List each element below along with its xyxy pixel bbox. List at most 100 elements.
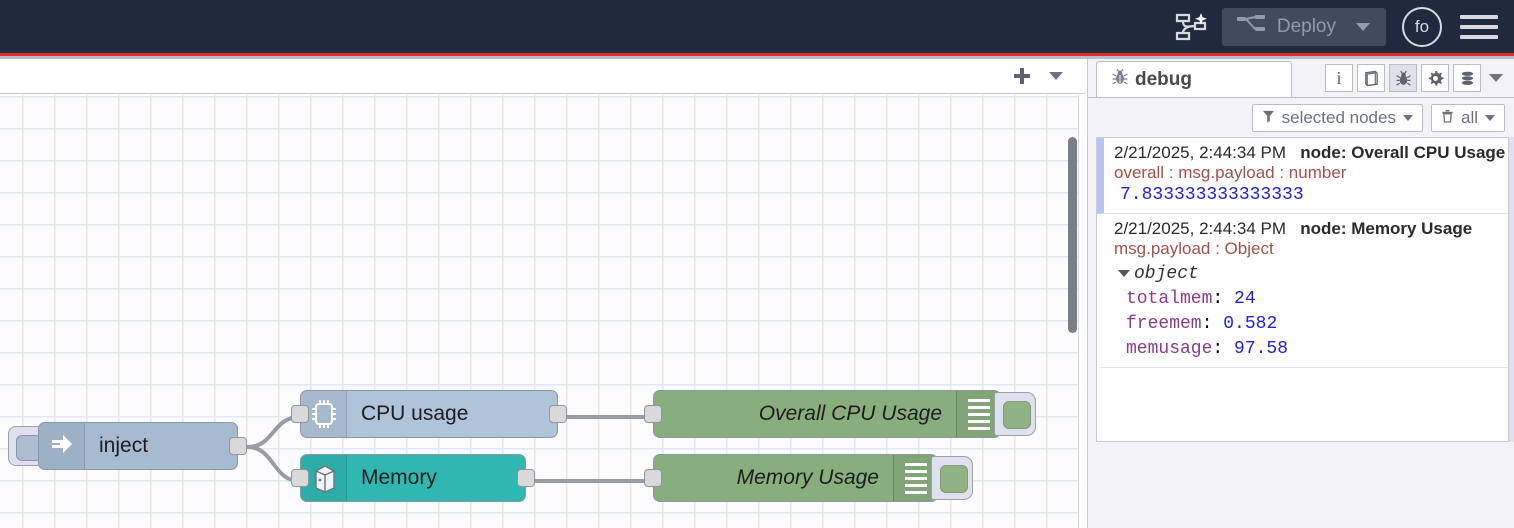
bug-icon xyxy=(1111,68,1129,92)
debug-lines-icon xyxy=(893,455,937,501)
debug-object-value: 24 xyxy=(1234,289,1256,309)
node-memory-output-port[interactable] xyxy=(517,469,535,487)
debug-lines-icon xyxy=(956,391,1000,437)
plus-icon xyxy=(1014,68,1030,84)
debug-message-item[interactable]: 2/21/2025, 2:44:34 PM node: Memory Usage… xyxy=(1097,214,1508,368)
debug-filter-button[interactable]: selected nodes xyxy=(1251,104,1423,132)
sidebar-tools-menu-button[interactable] xyxy=(1485,64,1507,92)
info-icon[interactable]: i xyxy=(1325,64,1353,92)
debug-clear-button[interactable]: all xyxy=(1430,104,1505,132)
deploy-label: Deploy xyxy=(1276,15,1336,37)
inject-trigger-button[interactable] xyxy=(8,426,46,466)
node-overall-cpu-usage-input-port[interactable] xyxy=(644,405,662,423)
filter-funnel-icon xyxy=(1262,108,1275,128)
debug-filter-label: selected nodes xyxy=(1281,108,1396,127)
sidebar-tool-icons: i xyxy=(1325,64,1507,92)
flow-canvas[interactable]: inject CPU usage xyxy=(0,95,1085,528)
debug-object-key: totalmem xyxy=(1126,289,1213,309)
canvas-right-edge xyxy=(1078,95,1085,528)
menu-bar-3 xyxy=(1460,34,1498,39)
deploy-group: Deploy xyxy=(1221,7,1386,46)
workspace: inject CPU usage xyxy=(0,59,1085,528)
help-book-icon[interactable] xyxy=(1357,64,1385,92)
tab-debug[interactable]: debug xyxy=(1096,61,1292,97)
deploy-dropdown-button[interactable] xyxy=(1352,8,1386,46)
node-memory-label: Memory xyxy=(361,466,437,489)
debug-object-label: object xyxy=(1134,264,1199,284)
flow-magic-icon[interactable] xyxy=(1168,4,1214,50)
debug-panel-scroll-edge[interactable] xyxy=(1509,137,1514,442)
header-accent-line xyxy=(0,53,1514,56)
debug-message-node-prefix: node: xyxy=(1300,219,1352,238)
node-cpu-usage-input-port[interactable] xyxy=(291,405,309,423)
debug-message-node-prefix: node: xyxy=(1300,143,1352,162)
flow-tab-menu-button[interactable] xyxy=(1039,61,1073,91)
menu-bar-2 xyxy=(1460,24,1498,29)
config-gear-icon[interactable] xyxy=(1421,64,1449,92)
context-data-icon[interactable] xyxy=(1453,64,1481,92)
debug-message-value: 7.833333333333333 xyxy=(1120,185,1304,205)
chevron-down-icon xyxy=(1049,72,1063,80)
user-initials: fo xyxy=(1414,16,1430,36)
node-inject-output-port[interactable] xyxy=(229,437,247,455)
debug-bug-icon[interactable] xyxy=(1389,64,1417,92)
menu-bar-1 xyxy=(1460,14,1498,19)
chevron-down-icon xyxy=(1402,115,1413,121)
deploy-button[interactable]: Deploy xyxy=(1222,8,1352,46)
debug-object-toggle[interactable]: object xyxy=(1114,259,1500,284)
debug-message-timestamp: 2/21/2025, 2:44:34 PM xyxy=(1114,219,1287,238)
chevron-down-icon xyxy=(1356,22,1370,31)
debug-object-row: totalmem: 24 xyxy=(1126,289,1256,309)
node-overall-cpu-usage-toggle-button[interactable] xyxy=(994,392,1036,436)
canvas-vertical-scrollbar[interactable] xyxy=(1068,137,1077,333)
debug-message-header: 2/21/2025, 2:44:34 PM node: Memory Usage xyxy=(1114,219,1500,239)
app-header: Deploy fo xyxy=(0,0,1514,53)
debug-object-value: 0.582 xyxy=(1223,314,1278,334)
debug-clear-label: all xyxy=(1460,108,1478,127)
debug-object-key: freemem xyxy=(1126,314,1202,334)
node-overall-cpu-usage-body[interactable]: Overall CPU Usage xyxy=(653,390,1001,438)
debug-message-list[interactable]: 2/21/2025, 2:44:34 PM node: Overall CPU … xyxy=(1096,137,1509,442)
user-avatar[interactable]: fo xyxy=(1402,6,1442,47)
node-inject-label: inject xyxy=(99,434,149,457)
flow-tab-bar xyxy=(0,59,1085,94)
node-cpu-usage-label: CPU usage xyxy=(361,402,469,425)
header-underline xyxy=(0,56,1514,59)
node-memory-usage-body[interactable]: Memory Usage xyxy=(653,454,938,502)
arrow-right-icon xyxy=(39,423,85,469)
microchip-icon xyxy=(301,391,347,437)
debug-object-row: freemem: 0.582 xyxy=(1126,314,1278,334)
tab-debug-label: debug xyxy=(1135,68,1192,90)
node-memory-usage-input-port[interactable] xyxy=(644,469,662,487)
debug-message-item[interactable]: 2/21/2025, 2:44:34 PM node: Overall CPU … xyxy=(1097,138,1508,214)
right-sidebar: debug i xyxy=(1087,59,1514,528)
node-overall-cpu-usage-label: Overall CPU Usage xyxy=(758,402,942,425)
trash-icon xyxy=(1441,108,1454,128)
add-flow-tab-button[interactable] xyxy=(1005,61,1039,91)
node-memory-input-port[interactable] xyxy=(291,469,309,487)
server-box-icon xyxy=(301,455,347,501)
debug-object-row: memusage: 97.58 xyxy=(1126,339,1289,359)
chevron-down-icon xyxy=(1485,115,1495,121)
node-cpu-usage-output-port[interactable] xyxy=(549,405,567,423)
sidebar-tab-bar: debug i xyxy=(1088,59,1514,98)
chevron-down-icon xyxy=(1489,74,1503,82)
debug-object-value: 97.58 xyxy=(1234,339,1289,359)
node-memory-usage-toggle-button[interactable] xyxy=(931,456,973,500)
hamburger-menu-icon[interactable] xyxy=(1460,10,1498,44)
debug-object-key: memusage xyxy=(1126,339,1213,359)
debug-message-node-name: Memory Usage xyxy=(1351,219,1473,238)
debug-message-node-name: Overall CPU Usage xyxy=(1351,143,1506,162)
node-cpu-usage-body[interactable]: CPU usage xyxy=(300,390,558,438)
info-glyph: i xyxy=(1336,67,1342,88)
debug-message-topic: overall : msg.payload : number xyxy=(1114,163,1347,182)
debug-message-timestamp: 2/21/2025, 2:44:34 PM xyxy=(1114,143,1287,162)
debug-toolbar: selected nodes all xyxy=(1088,99,1514,137)
node-memory-usage-label: Memory Usage xyxy=(736,466,879,489)
triangle-down-icon xyxy=(1118,269,1130,277)
node-inject-body[interactable]: inject xyxy=(38,422,238,470)
deploy-node-icon xyxy=(1236,14,1266,40)
debug-message-topic: msg.payload : Object xyxy=(1114,239,1274,258)
node-memory-body[interactable]: Memory xyxy=(300,454,526,502)
debug-message-header: 2/21/2025, 2:44:34 PM node: Overall CPU … xyxy=(1114,143,1505,163)
